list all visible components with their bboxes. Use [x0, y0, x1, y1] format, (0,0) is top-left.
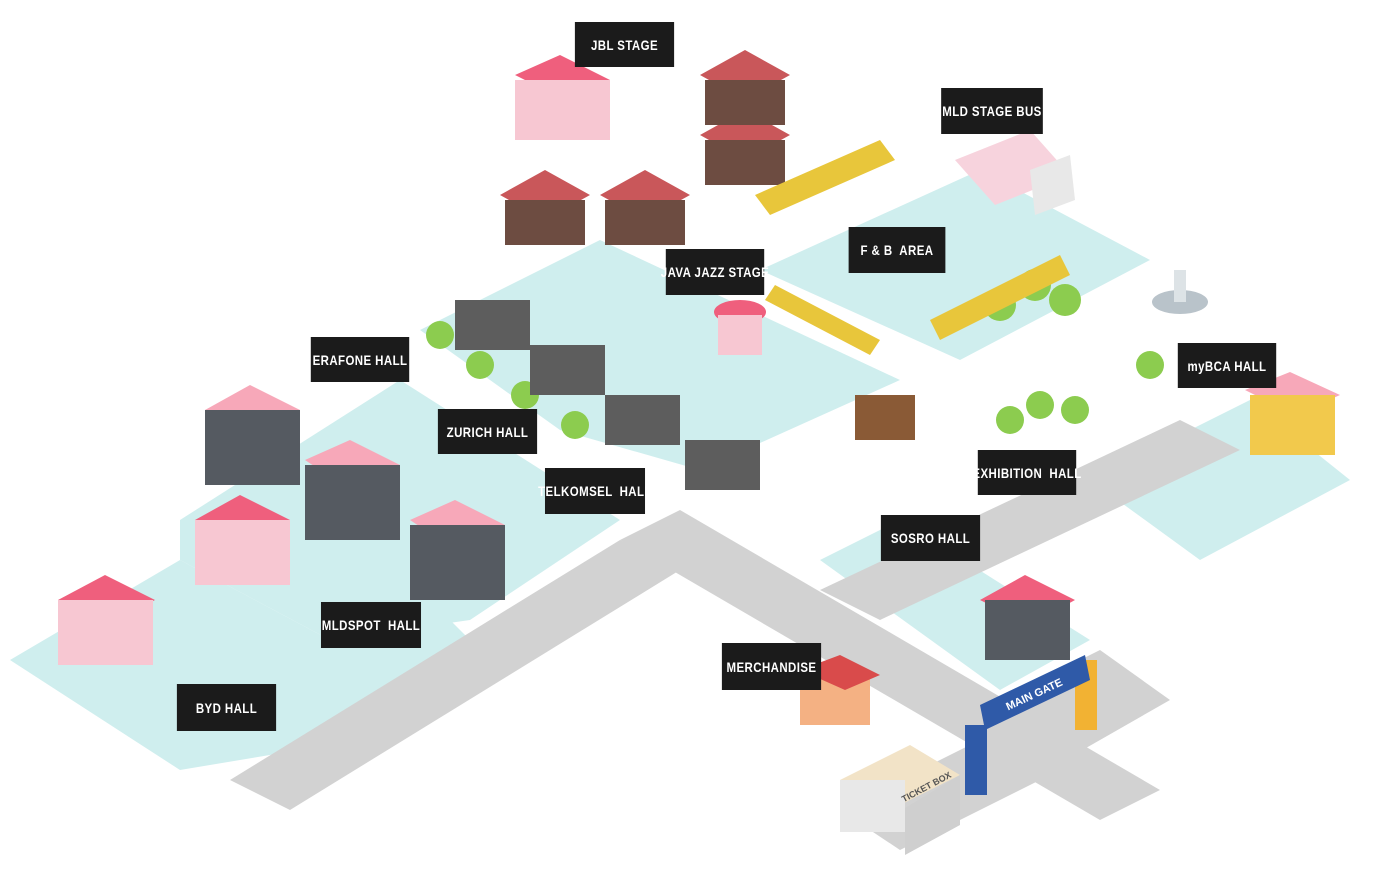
gate-plaza	[960, 650, 1170, 780]
food-booths	[500, 50, 790, 245]
main-road-west	[230, 540, 680, 810]
label-sosro-hall[interactable]: SOSRO HALL	[880, 515, 981, 561]
label-mybca-hall[interactable]: myBCA HALL	[1177, 343, 1277, 388]
label-java-jazz-stage[interactable]: JAVA JAZZ STAGE	[661, 249, 769, 295]
main-gate: MAIN GATE	[965, 655, 1097, 795]
label-exhibition-hall[interactable]: EXHIBITION HALL	[972, 450, 1081, 495]
java-jazz-gazebo	[714, 300, 766, 355]
east-road	[820, 420, 1240, 620]
ticket-box-building	[840, 745, 960, 855]
label-erafone-hall[interactable]: ERAFONE HALL	[310, 337, 410, 382]
fb-canopies	[755, 140, 1070, 355]
label-telkomsel-hall[interactable]: TELKOMSEL HALL	[538, 468, 651, 514]
label-jbl-stage[interactable]: JBL STAGE	[574, 22, 675, 67]
label-zurich-hall[interactable]: ZURICH HALL	[437, 409, 538, 454]
upper-plaza	[760, 170, 1150, 360]
tent-mldspot	[195, 495, 290, 585]
tent-erafone	[205, 385, 300, 485]
tent-jbl	[515, 55, 610, 140]
trees	[426, 269, 1164, 439]
tent-byd	[58, 575, 155, 665]
label-mldspot-hall[interactable]: MLDSPOT HALL	[320, 602, 422, 648]
tent-zurich	[305, 440, 400, 540]
label-merchandise[interactable]: MERCHANDISE	[721, 643, 822, 690]
tent-telkomsel	[410, 500, 505, 600]
fountain	[1152, 270, 1208, 314]
stage-bus	[955, 130, 1075, 215]
tent-sosro-stage	[980, 575, 1075, 660]
label-fb-area[interactable]: F & B AREA	[848, 227, 946, 273]
hall-tents	[58, 55, 1340, 665]
shop-blocks	[455, 300, 760, 490]
label-byd-hall[interactable]: BYD HALL	[176, 684, 277, 731]
north-plaza	[420, 240, 900, 470]
label-mld-stage-bus[interactable]: MLD STAGE BUS	[941, 88, 1043, 134]
info-kiosk	[855, 395, 915, 440]
